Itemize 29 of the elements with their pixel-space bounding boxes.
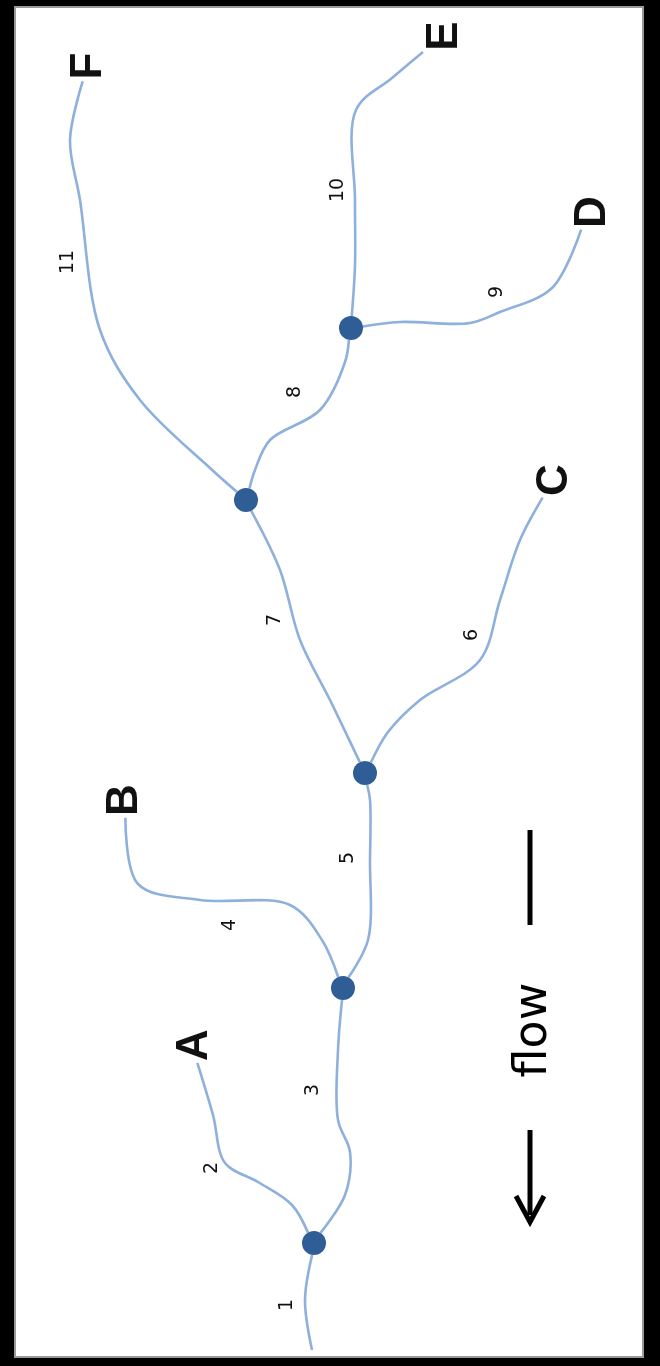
flow-label: flow [507, 982, 553, 1078]
river-segment [248, 339, 351, 489]
river-segment [124, 817, 340, 978]
endpoint-label: D [568, 196, 612, 228]
river-segment [319, 999, 352, 1234]
endpoint-label: C [530, 464, 574, 496]
segment-number: 11 [56, 249, 76, 275]
segment-number: 8 [283, 385, 303, 399]
river-segment [347, 784, 373, 979]
segment-number: 2 [200, 1161, 220, 1175]
river-segment [369, 497, 544, 764]
endpoint-label: F [64, 52, 108, 80]
segment-number: 4 [218, 918, 238, 932]
river-segment [303, 1254, 314, 1351]
segment-number: 6 [460, 628, 480, 642]
river-segment [196, 1062, 310, 1234]
endpoint-label: A [170, 1029, 214, 1061]
river-segment [350, 50, 424, 317]
segment-number: 10 [326, 177, 346, 203]
segment-number: 7 [263, 613, 283, 627]
endpoint-label: E [420, 21, 464, 51]
segment-number: 9 [485, 285, 505, 299]
segment-number: 3 [301, 1083, 321, 1097]
river-segment [68, 81, 238, 493]
river-segment [250, 510, 361, 763]
segment-number: 5 [336, 851, 356, 865]
river-segment [362, 229, 583, 328]
endpoint-label: B [100, 784, 144, 816]
segment-number: 1 [275, 1298, 295, 1312]
